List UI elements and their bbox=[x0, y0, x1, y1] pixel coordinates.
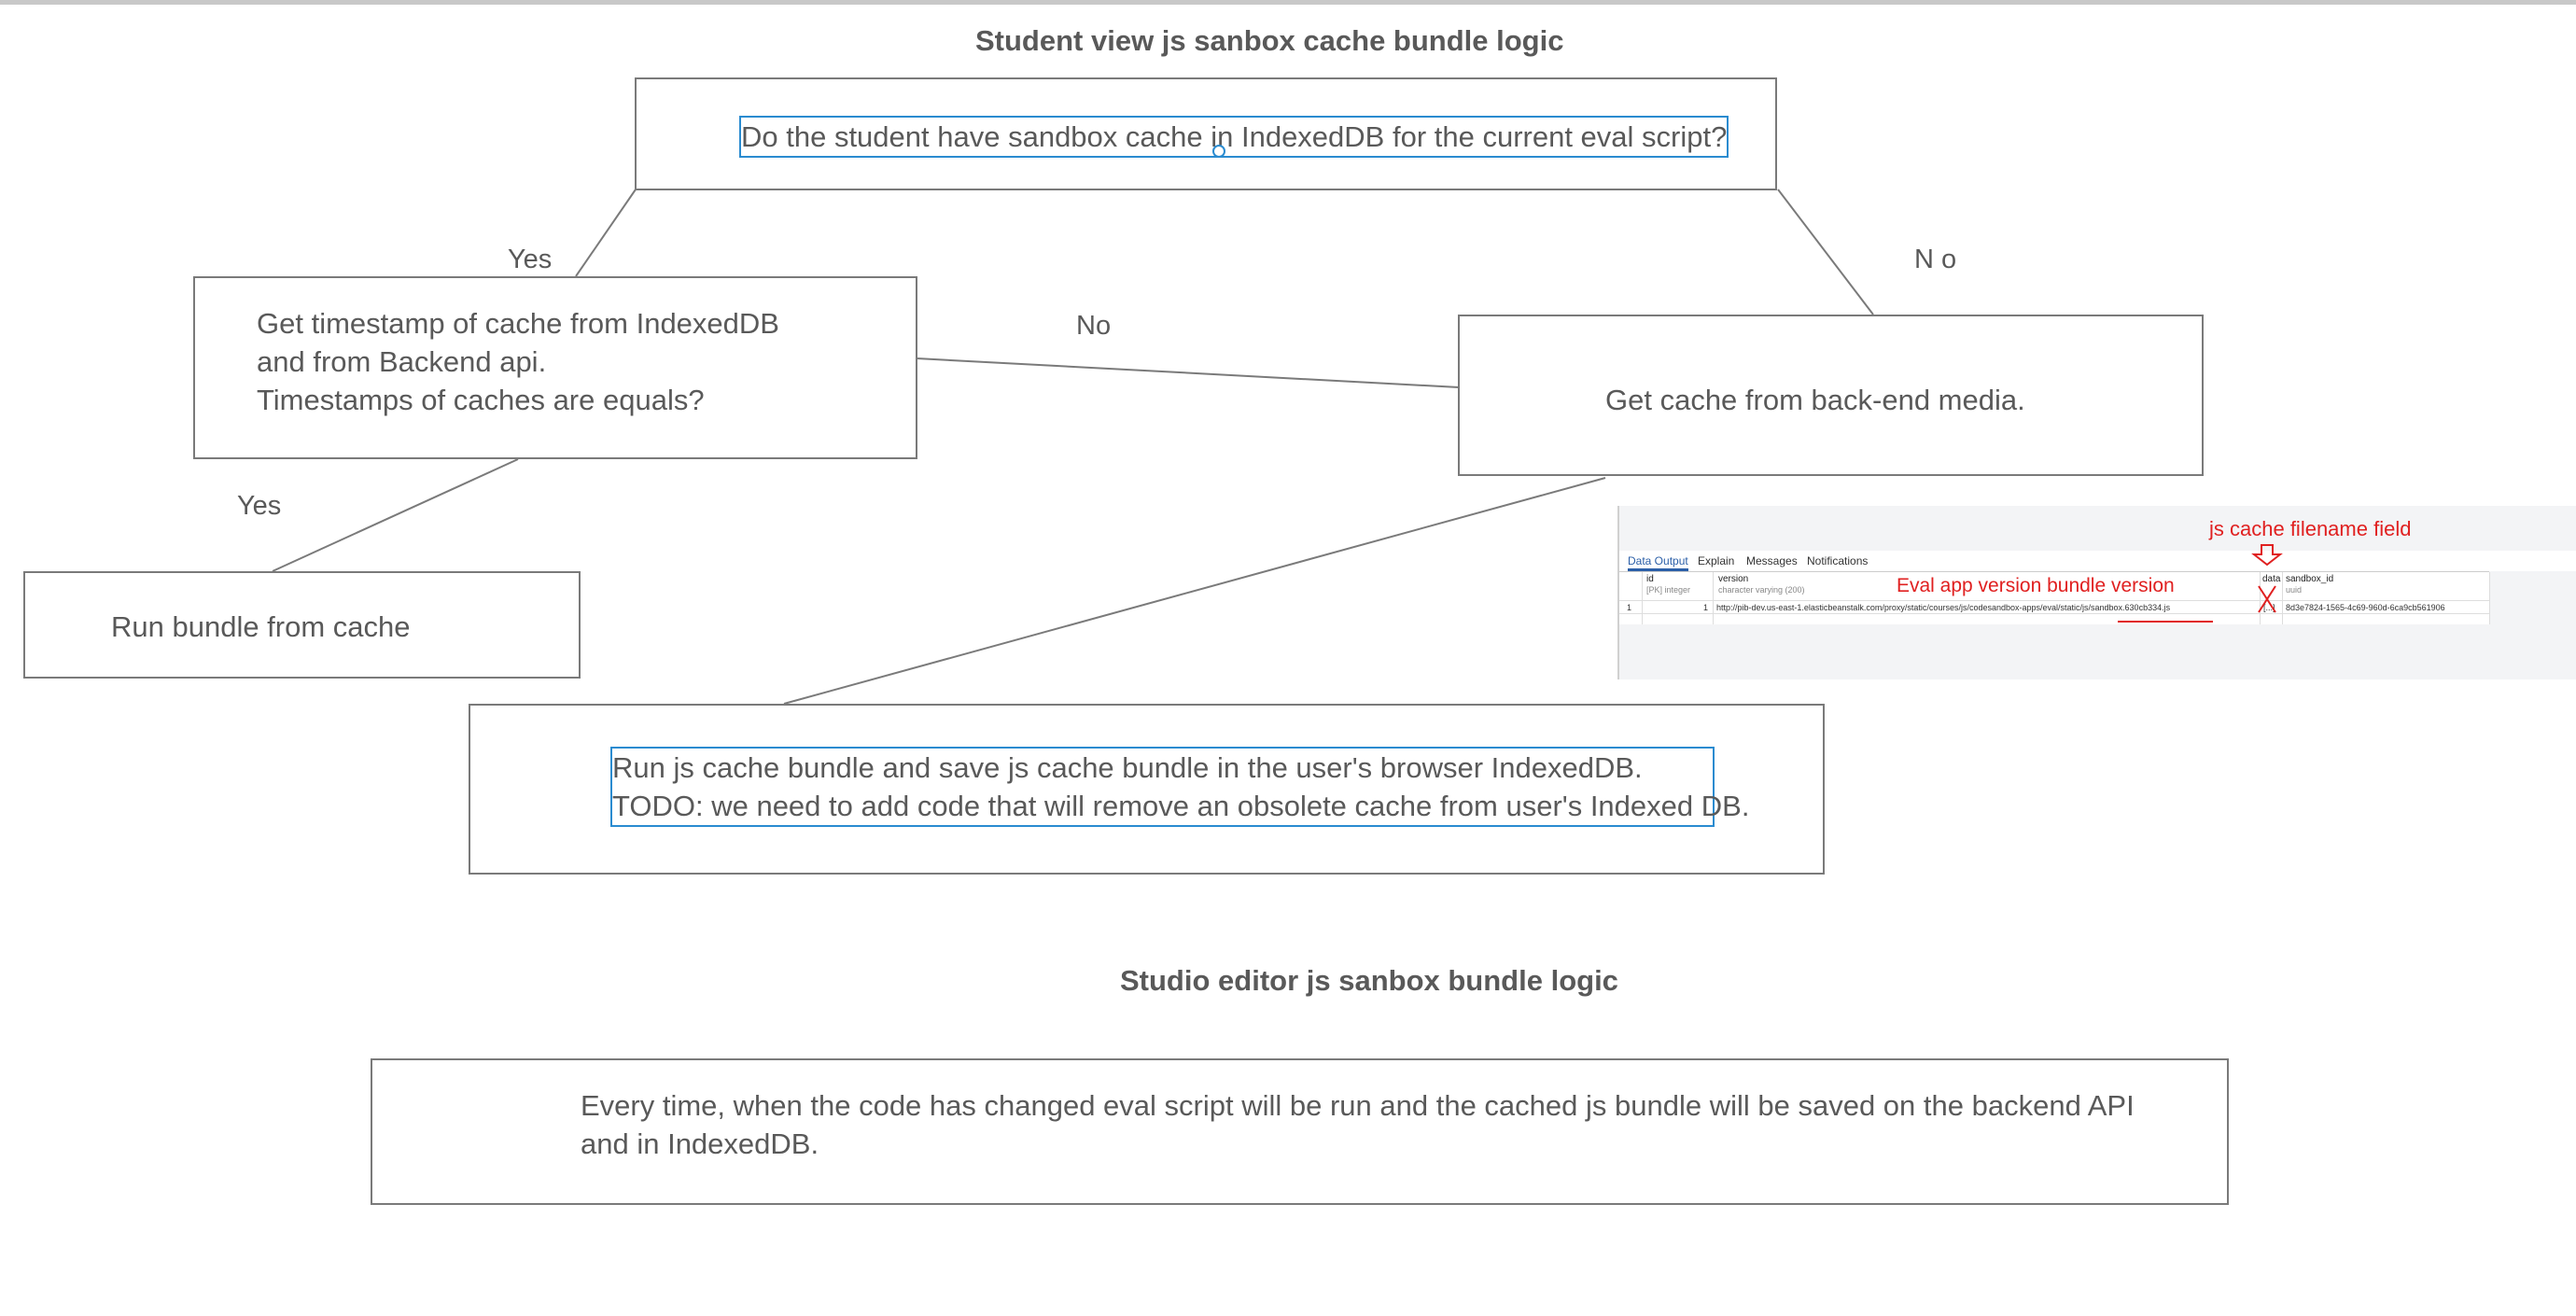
db-query-result-screenshot: Data Output Explain Messages Notificatio… bbox=[1617, 506, 2576, 679]
db-cell-id: 1 bbox=[1703, 603, 1709, 612]
db-tab-data-output[interactable]: Data Output bbox=[1628, 554, 1688, 571]
question-node[interactable] bbox=[635, 77, 1777, 190]
connector-question-to-getcache bbox=[1777, 189, 1874, 315]
save-cache-node-line-2: TODO: we need to add code that will remo… bbox=[612, 790, 1750, 822]
studio-node-line-1: Every time, when the code has changed ev… bbox=[581, 1089, 2135, 1122]
db-cell-sandbox-id: 8d3e7824-1565-4c69-960d-6ca9cb561906 bbox=[2286, 603, 2445, 612]
connector-timestamp-to-runcache bbox=[272, 458, 519, 572]
db-tab-notifications[interactable]: Notifications bbox=[1807, 554, 1869, 567]
db-tab-explain[interactable]: Explain bbox=[1698, 554, 1735, 567]
db-col-sandbox-id: sandbox_id bbox=[2286, 574, 2334, 584]
connector-question-to-timestamp bbox=[575, 189, 637, 277]
db-col-id-type: [PK] integer bbox=[1646, 585, 1691, 595]
db-result-grid: id [PK] integer version character varyin… bbox=[1619, 571, 2490, 624]
timestamp-node[interactable] bbox=[193, 276, 917, 459]
down-arrow-icon bbox=[2251, 544, 2283, 567]
db-cell-data: [...] bbox=[2263, 603, 2275, 612]
get-cache-node[interactable] bbox=[1458, 315, 2204, 476]
save-cache-node-line-1: Run js cache bundle and save js cache bu… bbox=[612, 751, 1643, 784]
studio-node[interactable] bbox=[371, 1058, 2229, 1205]
db-tab-messages[interactable]: Messages bbox=[1746, 554, 1798, 567]
annotation-js-cache-filename: js cache filename field bbox=[2209, 517, 2412, 540]
db-col-version-type: character varying (200) bbox=[1718, 585, 1805, 595]
question-node-text[interactable]: Do the student have sandbox cache in Ind… bbox=[738, 116, 1729, 158]
db-col-data: data bbox=[2262, 574, 2281, 584]
get-cache-node-text: Get cache from back-end media. bbox=[1605, 384, 2025, 416]
edge-label-no-right: N o bbox=[1914, 245, 1957, 274]
db-annotation-marks bbox=[2118, 544, 2283, 623]
db-cell-version: http://pib-dev.us-east-1.elasticbeanstal… bbox=[1716, 603, 2171, 612]
connector-getcache-to-save bbox=[783, 477, 1606, 705]
timestamp-node-line-3: Timestamps of caches are equals? bbox=[257, 384, 705, 416]
student-view-title: Student view js sanbox cache bundle logi… bbox=[975, 24, 1564, 57]
db-tab-bar: Data Output Explain Messages Notificatio… bbox=[1619, 551, 2576, 571]
timestamp-node-line-2: and from Backend api. bbox=[257, 345, 547, 378]
connector-timestamp-to-getcache bbox=[916, 357, 1460, 388]
run-from-cache-node[interactable] bbox=[23, 571, 581, 679]
annotation-eval-app-version: Eval app version bundle version bbox=[1897, 575, 2175, 596]
db-row-number: 1 bbox=[1627, 603, 1632, 612]
window-top-border bbox=[0, 0, 2576, 5]
edge-label-no-middle: No bbox=[1076, 311, 1112, 341]
edge-label-yes-bottom: Yes bbox=[237, 491, 282, 521]
db-col-id: id bbox=[1646, 574, 1654, 584]
timestamp-node-line-1: Get timestamp of cache from IndexedDB bbox=[257, 307, 779, 340]
edge-label-yes-top: Yes bbox=[508, 245, 553, 274]
db-col-sandbox-id-type: uuid bbox=[2286, 585, 2303, 595]
studio-editor-title: Studio editor js sanbox bundle logic bbox=[1120, 964, 1618, 997]
db-col-version: version bbox=[1718, 574, 1749, 584]
run-from-cache-node-text: Run bundle from cache bbox=[111, 610, 411, 643]
resize-handle[interactable] bbox=[1212, 145, 1225, 158]
studio-node-line-2: and in IndexedDB. bbox=[581, 1127, 819, 1160]
save-cache-node[interactable] bbox=[469, 704, 1825, 875]
